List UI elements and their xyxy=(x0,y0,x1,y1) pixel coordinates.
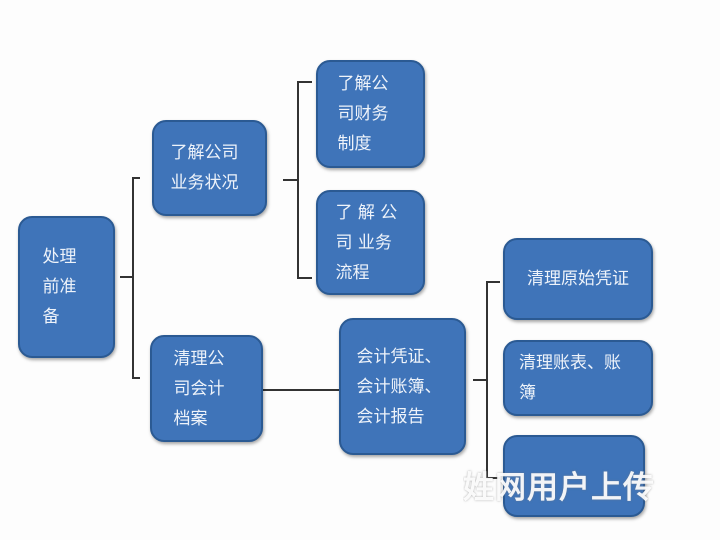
node-records: 会计凭证、会计账簿、会计报告 xyxy=(339,318,466,455)
node-original-vouchers: 清理原始凭证 xyxy=(503,238,653,320)
root-bracket xyxy=(120,177,140,379)
node-business-process: 了 解 公 司 业务流程 xyxy=(316,190,425,295)
records-bracket xyxy=(473,281,500,479)
node-root: 处理前准备 xyxy=(18,216,115,358)
node-finance-system: 了解公司财务制度 xyxy=(316,60,425,168)
node-business: 了解公司业务状况 xyxy=(152,120,267,216)
watermark: 姓网用户上传 xyxy=(463,470,655,506)
business-bracket xyxy=(283,81,312,279)
node-archive: 清理公司会计档案 xyxy=(150,335,263,442)
node-ledgers: 清理账表、账簿 xyxy=(503,340,653,416)
node-third xyxy=(503,435,645,517)
